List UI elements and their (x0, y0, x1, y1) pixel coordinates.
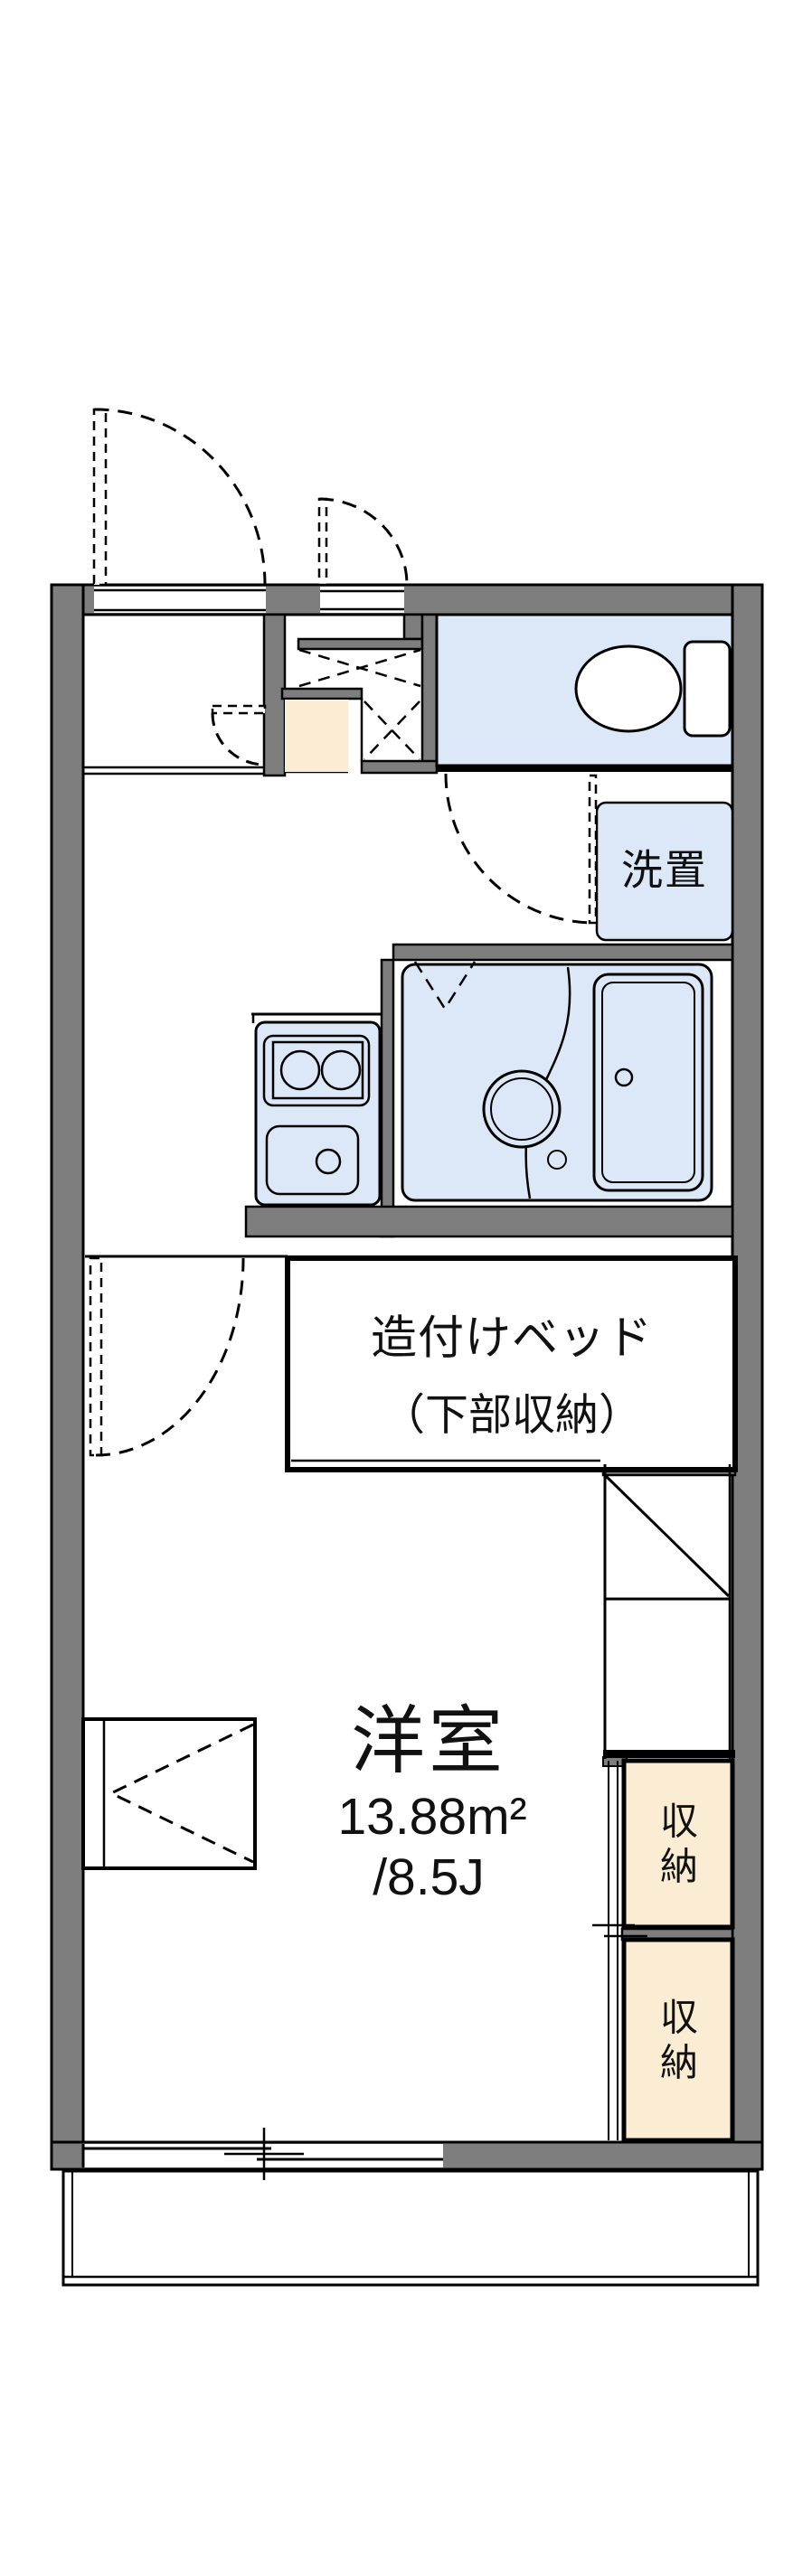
toilet-bowl-icon (574, 644, 683, 733)
wall-void-bottom (360, 759, 439, 775)
door-leaf-main-room (89, 1256, 103, 1457)
entrance-door-opening (320, 587, 404, 613)
wall-genkan-top (280, 687, 364, 700)
desk-counter (81, 1717, 257, 1870)
closet (603, 1464, 732, 1759)
storage-upper-box (621, 1758, 735, 1930)
tub-drain-icon (614, 1067, 634, 1087)
wall-washroom-bottom (392, 943, 734, 962)
main-room-area-jo: /8.5J (373, 1848, 485, 1907)
closet-diagonal (604, 1474, 731, 1598)
kitchen (254, 1020, 382, 1207)
wall-closet-bottom (603, 1750, 735, 1758)
washer-space-label: 洗置 (621, 846, 708, 894)
bathtub-icon (592, 973, 704, 1192)
bed-storage-sublabel: （下部収納） (381, 1391, 643, 1440)
entry-void-hatch (298, 648, 421, 760)
main-room-name: 洋室 (350, 1699, 507, 1782)
wall-openings (81, 587, 443, 2180)
sink-icon (265, 1124, 360, 1196)
washer-space-box (595, 801, 734, 942)
storage-lower-box (621, 1937, 735, 2143)
genkan-step (285, 700, 348, 772)
bath-stool-icon (482, 1069, 562, 1149)
storage-boxes (592, 1758, 735, 2143)
sink-drain-icon (315, 1148, 342, 1175)
door-leaf-entrance (317, 497, 328, 587)
built-in-bed-box (285, 1255, 738, 1472)
door-leaf-entry-closet (211, 704, 267, 715)
floor-drain-icon (547, 1150, 567, 1170)
balcony (61, 2169, 760, 2287)
wall-void-toilet (420, 613, 439, 772)
storage-lower-label: 収納 (659, 1996, 698, 2083)
wall-toilet-bottom (437, 766, 732, 772)
door-arc-entrance (318, 497, 409, 586)
door-arc-washroom (444, 773, 596, 925)
interior-walls (244, 613, 737, 1941)
wall-entry-step (402, 613, 424, 641)
door-arc-topleft (94, 408, 267, 586)
bathroom (401, 961, 713, 1202)
storage-upper-label: 収納 (659, 1800, 698, 1887)
door-arc-main-room (95, 1257, 245, 1457)
window-balcony-icon (81, 2128, 443, 2180)
wall-entry-bar-upper (297, 637, 424, 651)
wall-kitchen-bath (380, 958, 395, 1238)
window-top-icon (94, 587, 266, 613)
toilet-tank-icon (683, 640, 732, 738)
built-in-bed-label: 造付けベッド (370, 1312, 654, 1364)
door-leaf-topleft (92, 408, 108, 587)
door-swings (89, 408, 598, 1457)
door-arc-entry-closet (211, 712, 266, 766)
bath-door-mark (413, 961, 477, 1011)
main-room-area-m2: 13.88m² (337, 1788, 527, 1847)
toilet-room (435, 613, 734, 767)
door-leaf-washroom (588, 774, 598, 925)
wall-kitchen-bottom (244, 1205, 734, 1238)
wall-left (50, 583, 85, 2171)
